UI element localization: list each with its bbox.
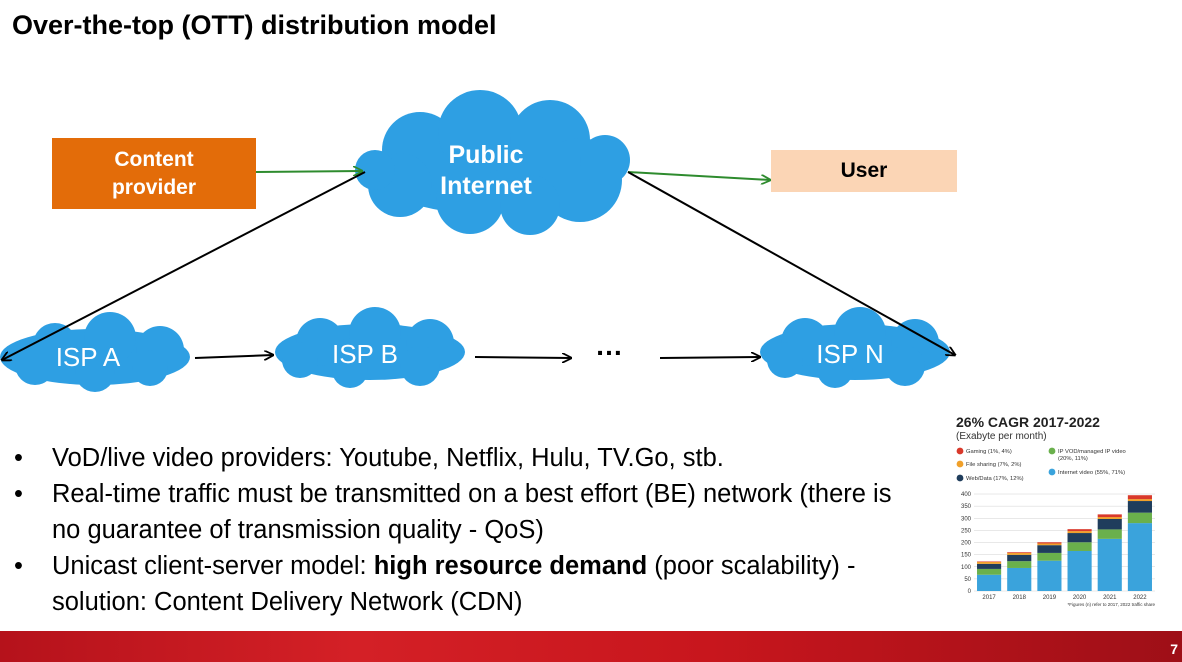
traffic-growth-chart: 26% CAGR 2017-2022 (Exabyte per month) G…	[956, 414, 1156, 607]
y-tick-label: 350	[961, 504, 972, 510]
bar-segment	[1037, 542, 1062, 544]
bullet-item: Real-time traffic must be transmitted on…	[10, 476, 910, 548]
x-tick-label: 2017	[982, 595, 996, 601]
bar-segment	[1067, 529, 1092, 532]
y-tick-label: 150	[961, 553, 972, 559]
bar-segment	[1007, 567, 1032, 591]
bullet-text: (poor scalability) - solution: Content D…	[52, 552, 856, 616]
bullet-emphasis: high resource demand	[373, 552, 648, 580]
y-tick-label: 200	[961, 541, 972, 547]
isp-b-label: ISP B	[331, 339, 398, 369]
bar-segment	[1127, 523, 1152, 591]
isp-a-to-isp-b-arrow	[194, 355, 273, 358]
isp-b-cloud	[275, 307, 465, 388]
legend-label: Gaming (1%, 4%)	[966, 449, 1012, 455]
content-provider-box: Content provider	[52, 138, 256, 209]
bullet-list: VoD/live video providers: Youtube, Netfl…	[10, 440, 910, 620]
bar-segment	[1127, 499, 1152, 502]
bar-segment	[1037, 545, 1062, 553]
legend-label: Internet video (55%, 71%)	[1058, 470, 1125, 476]
bullet-item: VoD/live video providers: Youtube, Netfl…	[10, 440, 910, 476]
chart-title: 26% CAGR 2017-2022	[956, 414, 1100, 430]
bar-segment	[1097, 514, 1122, 518]
y-tick-label: 0	[968, 589, 972, 595]
x-tick-label: 2019	[1043, 595, 1057, 601]
legend-swatch	[1048, 468, 1056, 476]
public-internet-cloud	[355, 90, 630, 235]
y-tick-label: 250	[961, 528, 972, 534]
bullet-item: Unicast client-server model: high resour…	[10, 548, 910, 620]
bar-segment	[977, 563, 1002, 569]
bar-segment	[1067, 550, 1092, 591]
page-number: 7	[1170, 641, 1178, 657]
y-tick-label: 300	[961, 516, 972, 522]
bullet-text: Unicast client-server model:	[52, 552, 374, 580]
bar-segment	[977, 561, 1002, 564]
bar-segment	[1007, 552, 1032, 555]
slide-title: Over-the-top (OTT) distribution model	[12, 10, 497, 40]
internet-to-isp-n-arrow	[627, 171, 955, 355]
legend-label: IP VOD/managed IP video	[1058, 449, 1126, 455]
legend-swatch	[956, 447, 964, 455]
bar-segment	[1037, 543, 1062, 546]
provider-to-internet-arrow	[255, 171, 362, 172]
bar-segment	[977, 568, 1002, 575]
network-diagram	[0, 90, 1182, 392]
ellipsis-label: …	[595, 330, 625, 361]
bar-segment	[1007, 554, 1032, 562]
bar-segment	[1127, 495, 1152, 500]
bar-segment	[1127, 501, 1152, 513]
bar-segment	[1067, 531, 1092, 534]
legend-label: File sharing (7%, 2%)	[966, 462, 1021, 468]
bar-segment	[1067, 542, 1092, 551]
chart-footnote: *Figures (n) refer to 2017, 2022 traffic…	[1068, 602, 1156, 607]
bar-segment	[1097, 518, 1122, 530]
isp-n-cloud	[760, 307, 950, 388]
bar-segment	[1067, 533, 1092, 543]
legend-swatch	[956, 460, 964, 468]
legend-label: Web/Data (17%, 12%)	[966, 476, 1024, 482]
bar-segment	[1097, 538, 1122, 591]
internet-to-user-arrow	[627, 171, 770, 180]
bar-segment	[1007, 552, 1032, 553]
public-internet-label: Public Internet	[440, 141, 532, 200]
y-tick-label: 400	[961, 492, 972, 498]
footer-bar	[0, 631, 1182, 662]
x-tick-label: 2021	[1103, 595, 1117, 601]
isp-b-to-ellipsis-arrow	[474, 357, 571, 358]
bar-segment	[1097, 517, 1122, 519]
internet-to-isp-a-arrow	[2, 171, 366, 360]
bar-segment	[1127, 512, 1152, 524]
isp-a-cloud	[0, 312, 190, 392]
x-tick-label: 2020	[1073, 595, 1087, 601]
legend-label: (20%, 11%)	[1058, 456, 1088, 462]
chart-subtitle: (Exabyte per month)	[956, 431, 1047, 442]
bar-segment	[1097, 529, 1122, 539]
bar-segment	[1037, 560, 1062, 591]
y-tick-label: 50	[964, 577, 971, 583]
x-tick-label: 2022	[1133, 595, 1147, 601]
isp-a-label: ISP A	[55, 342, 121, 372]
isp-n-label: ISP N	[816, 339, 884, 369]
x-tick-label: 2018	[1013, 595, 1027, 601]
ellipsis-to-isp-n-arrow	[659, 357, 760, 358]
bar-segment	[1007, 561, 1032, 568]
user-box: User	[771, 150, 957, 192]
legend-swatch	[1048, 447, 1056, 455]
y-tick-label: 100	[961, 565, 972, 571]
legend-swatch	[956, 474, 964, 482]
bar-segment	[977, 574, 1002, 591]
bar-segment	[1037, 552, 1062, 561]
